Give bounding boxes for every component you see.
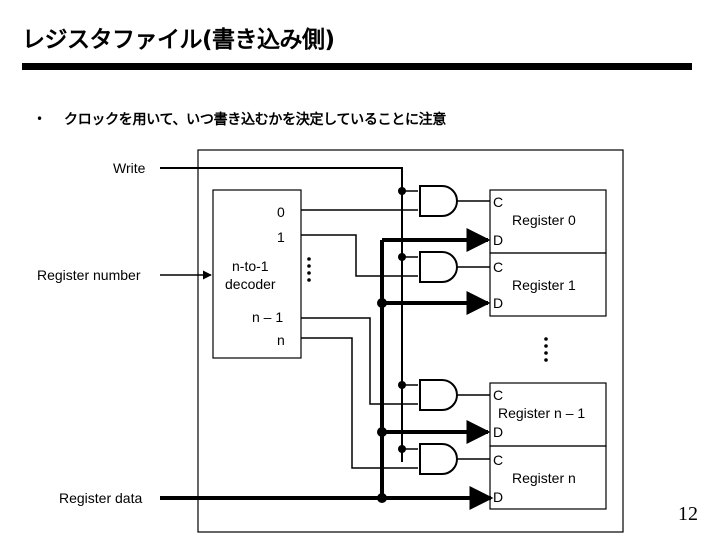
decoder-label-line1: n-to-1 bbox=[232, 258, 269, 274]
bullet-text: クロックを用いて、いつ書き込むかを決定していることに注意 bbox=[64, 112, 447, 128]
and-gate-0 bbox=[419, 185, 458, 217]
register-1-name: Register 1 bbox=[512, 277, 576, 293]
data-junctions bbox=[377, 298, 387, 503]
register-1-c: C bbox=[493, 259, 503, 275]
outer-frame bbox=[197, 149, 624, 533]
write-label: Write bbox=[113, 160, 146, 176]
and-gate-1 bbox=[419, 251, 458, 283]
register-0-name: Register 0 bbox=[512, 212, 576, 228]
register-1-d: D bbox=[493, 295, 503, 311]
decoder-output-n: n bbox=[277, 332, 285, 348]
and-gate-n-minus-1 bbox=[419, 379, 458, 411]
bullet-marker: • bbox=[36, 112, 44, 126]
decoder-wire-1 bbox=[301, 234, 418, 277]
decoder-box bbox=[212, 189, 302, 359]
register-1-box bbox=[489, 252, 607, 317]
register-n-box bbox=[489, 445, 607, 510]
page-number: 12 bbox=[678, 503, 698, 525]
decoder-ellipsis bbox=[307, 257, 311, 282]
register-n-d: D bbox=[493, 489, 503, 505]
register-n-minus-1-d: D bbox=[493, 424, 503, 440]
decoder-label-line2: decoder bbox=[225, 276, 276, 292]
register-n-minus-1-c: C bbox=[493, 387, 503, 403]
write-wire bbox=[160, 167, 403, 462]
decoder-wire-n-minus-1 bbox=[301, 317, 418, 405]
write-junctions bbox=[398, 187, 406, 453]
register-n-c: C bbox=[493, 452, 503, 468]
decoder-output-n-minus-1: n – 1 bbox=[252, 309, 283, 325]
register-n-minus-1-name: Register n – 1 bbox=[498, 405, 585, 421]
decoder-output-0: 0 bbox=[277, 204, 285, 220]
title-underline bbox=[22, 63, 692, 70]
register-ellipsis bbox=[544, 337, 548, 362]
decoder-wire-n bbox=[301, 337, 418, 469]
register-0-c: C bbox=[493, 194, 503, 210]
register-0-d: D bbox=[493, 232, 503, 248]
and-gate-n bbox=[419, 443, 458, 475]
register-number-label: Register number bbox=[37, 267, 141, 283]
register-data-label: Register data bbox=[59, 490, 142, 506]
slide-title: レジスタファイル(書き込み側) bbox=[22, 27, 335, 53]
register-n-name: Register n bbox=[512, 470, 576, 486]
decoder-output-1: 1 bbox=[277, 229, 285, 245]
